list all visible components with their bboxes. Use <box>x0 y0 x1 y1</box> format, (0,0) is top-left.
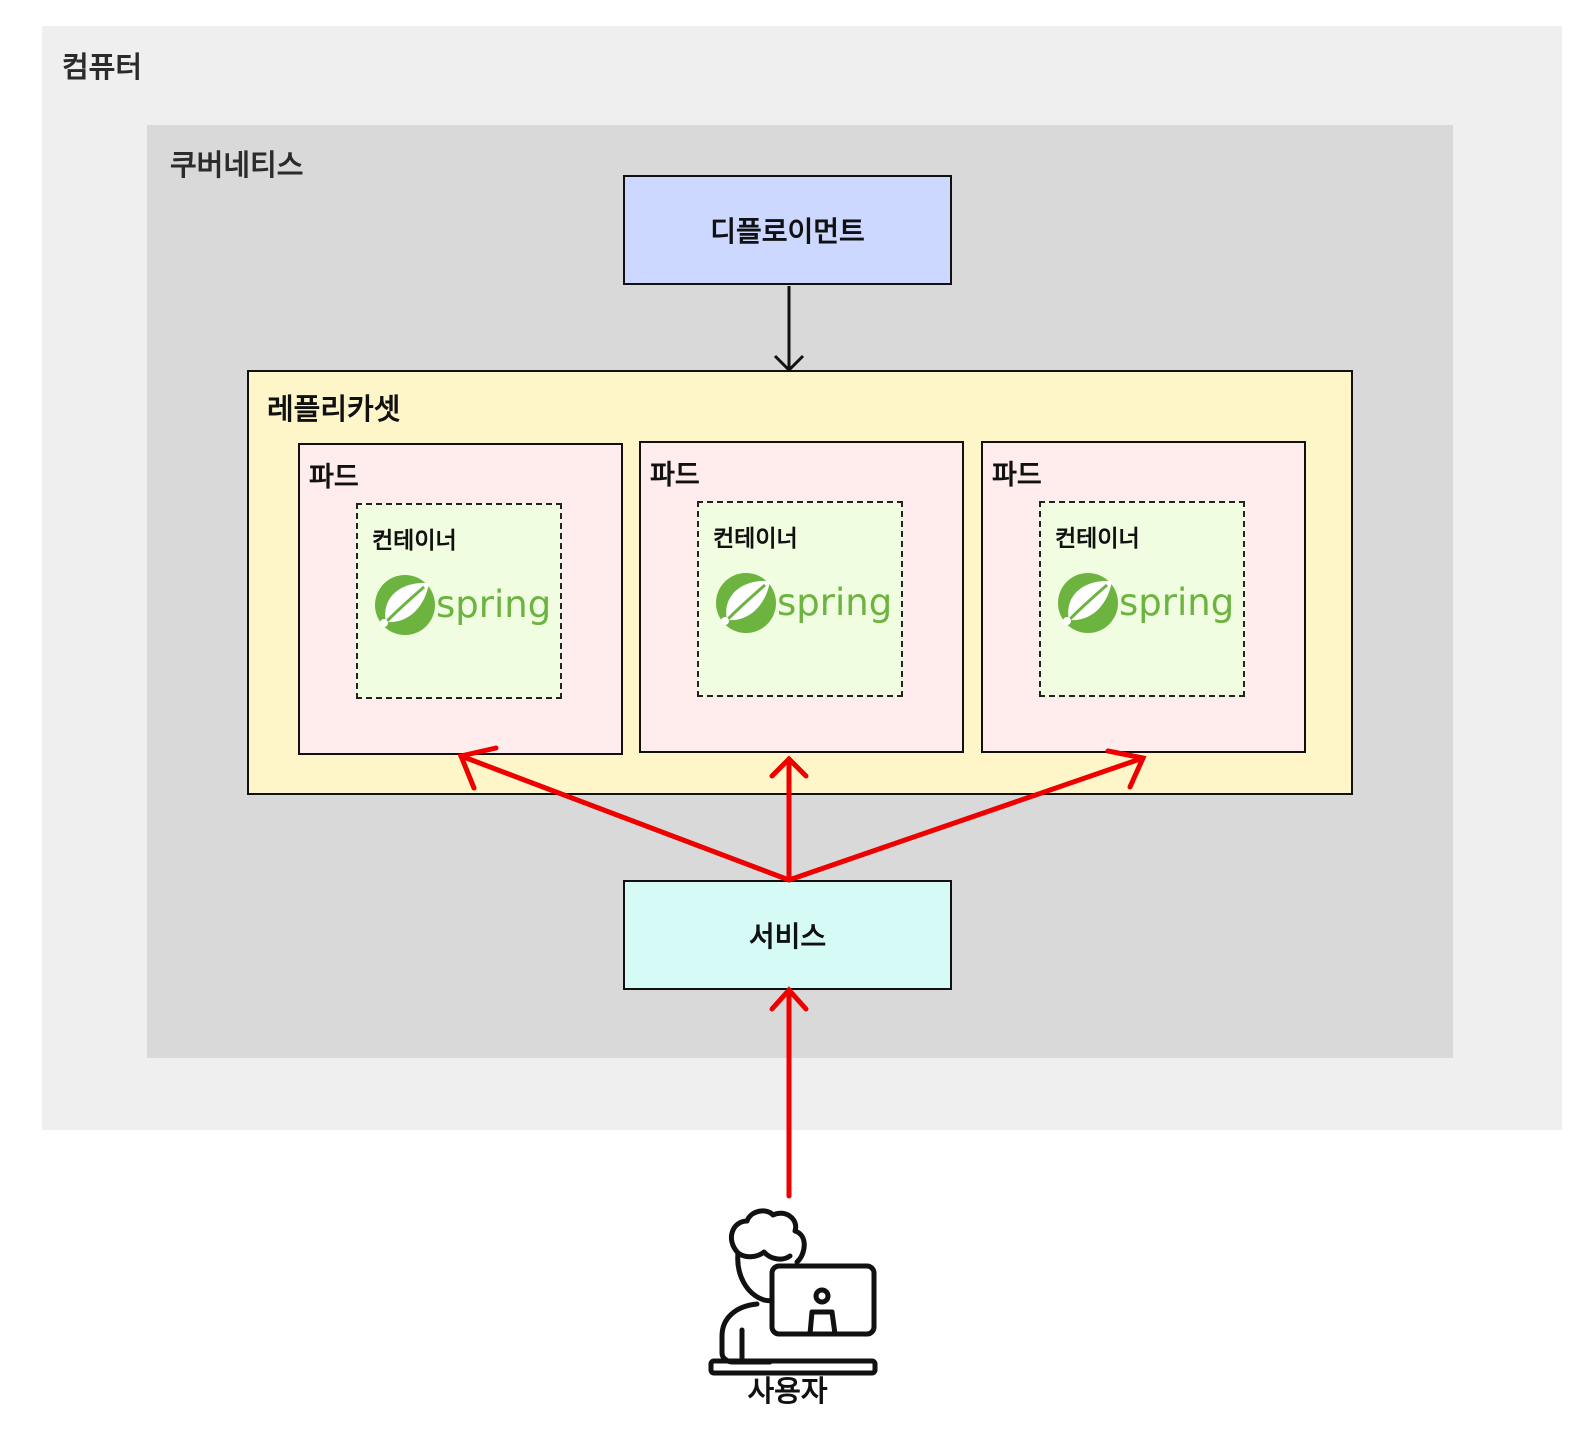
container-label: 컨테이너 <box>1055 526 1140 552</box>
replicaset-label: 레플리카셋 <box>267 392 401 426</box>
kubernetes-label: 쿠버네티스 <box>170 148 304 182</box>
spring-leaf-icon <box>714 571 778 635</box>
pod-label: 파드 <box>309 462 359 493</box>
deployment-node: 디플로이먼트 <box>623 175 952 285</box>
spring-wordmark: spring <box>777 581 892 624</box>
pod-label: 파드 <box>650 460 700 491</box>
user-at-computer-icon <box>708 1208 878 1376</box>
deployment-label: 디플로이먼트 <box>710 215 865 248</box>
spring-leaf-icon <box>373 573 437 637</box>
computer-label: 컴퓨터 <box>62 50 143 84</box>
container-label: 컨테이너 <box>713 526 798 552</box>
pod-label: 파드 <box>992 460 1042 491</box>
spring-wordmark: spring <box>436 583 551 626</box>
spring-leaf-icon <box>1056 571 1120 635</box>
spring-logo: spring <box>714 571 892 635</box>
container-label: 컨테이너 <box>372 528 457 554</box>
spring-logo: spring <box>1056 571 1234 635</box>
user-label: 사용자 <box>747 1374 828 1408</box>
spring-logo: spring <box>373 573 551 637</box>
spring-wordmark: spring <box>1119 581 1234 624</box>
deployment-to-replicaset-arrow <box>773 286 805 373</box>
service-label: 서비스 <box>748 920 827 953</box>
service-to-pods-arrows <box>457 745 1147 883</box>
user-to-service-arrow <box>769 986 809 1199</box>
